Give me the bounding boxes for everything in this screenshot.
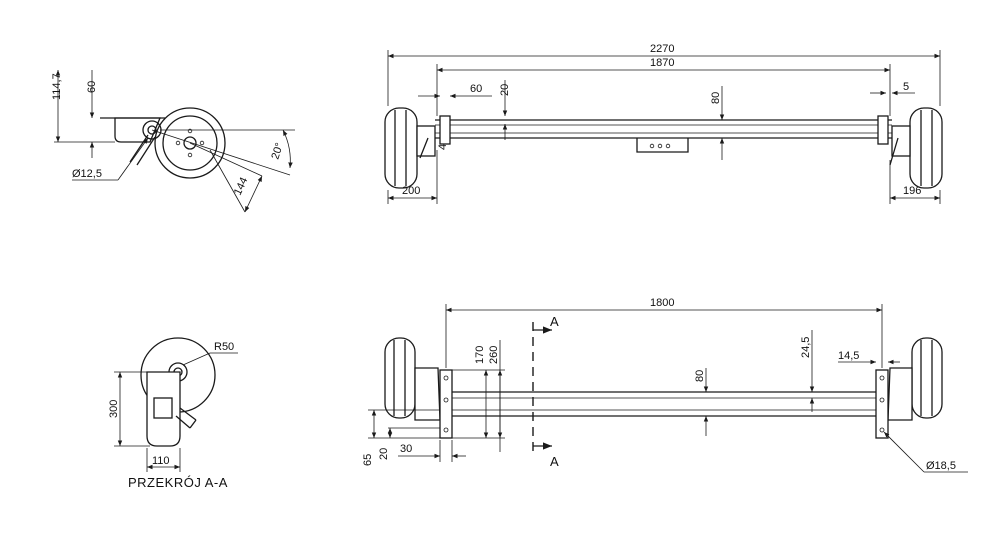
side-view-top: 114,7 60 20° 144 Ø12,5 <box>51 70 295 213</box>
dim-80-front: 80 <box>710 92 722 104</box>
dim-200: 200 <box>402 185 420 197</box>
dim-r50: R50 <box>214 341 234 353</box>
dim-20-front: 20 <box>499 84 511 96</box>
dim-30: 30 <box>400 443 412 455</box>
dim-300-label: 300 <box>108 400 120 418</box>
dim-60-side: 60 <box>86 81 98 93</box>
dim-170: 170 <box>474 346 486 364</box>
plan-view-bottom: A A 1800 170 260 80 24,5 14,5 65 20 <box>362 297 968 473</box>
section-caption: PRZEKRÓJ A-A <box>128 475 228 490</box>
dim-144: 144 <box>232 176 251 198</box>
dim-dia-18-5: Ø18,5 <box>926 460 956 472</box>
section-a-a: R50 R50 300 110 PRZEKRÓJ A-A <box>108 337 238 490</box>
section-mark-a-top: A <box>550 314 559 329</box>
dim-4-front: 4 <box>437 144 449 150</box>
dim-20-deg: 20° <box>269 141 286 161</box>
dim-dia-12-5: Ø12,5 <box>72 168 102 180</box>
dim-14-5: 14,5 <box>838 350 859 362</box>
front-view-top: 2270 1870 60 20 4 80 5 200 196 <box>384 43 943 204</box>
dim-1800: 1800 <box>650 297 674 309</box>
dim-196: 196 <box>903 185 921 197</box>
dim-60-front: 60 <box>470 83 482 95</box>
dim-114-7: 114,7 <box>51 73 63 100</box>
dim-2270: 2270 <box>650 43 674 55</box>
dim-20-plan: 20 <box>378 448 390 460</box>
dim-80-plan: 80 <box>694 370 706 382</box>
dim-5-front: 5 <box>903 81 909 93</box>
dim-260: 260 <box>488 346 500 364</box>
dim-24-5: 24,5 <box>800 337 812 358</box>
section-mark-a-bottom: A <box>550 454 559 469</box>
dim-1870: 1870 <box>650 57 674 69</box>
dim-65: 65 <box>362 454 374 466</box>
dim-110: 110 <box>152 455 170 467</box>
